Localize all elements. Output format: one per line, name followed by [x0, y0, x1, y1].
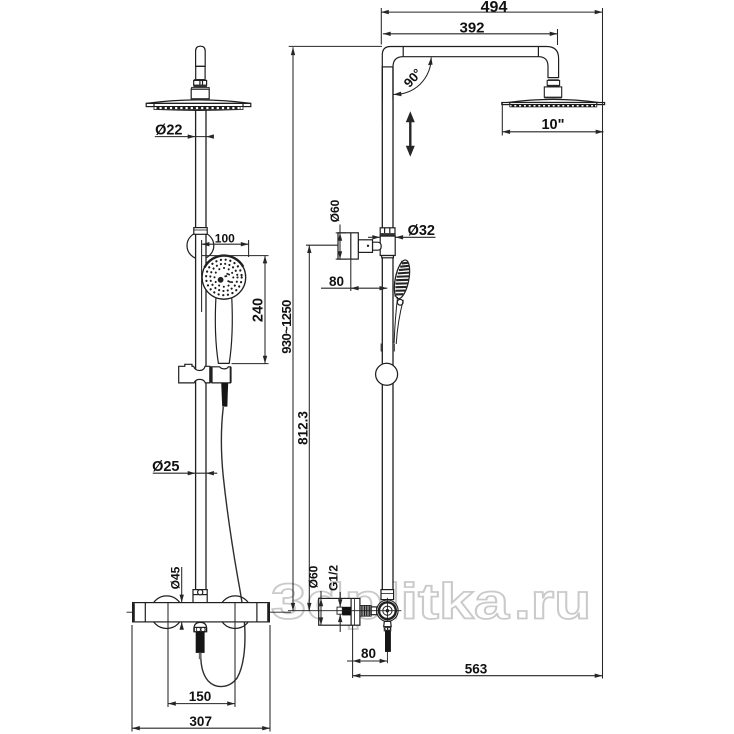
svg-text:10": 10"	[541, 117, 564, 133]
svg-text:812.3: 812.3	[296, 411, 311, 445]
svg-text:G1/2: G1/2	[327, 565, 341, 591]
svg-text:.ru: .ru	[514, 573, 591, 630]
svg-text:Ø25: Ø25	[152, 459, 179, 475]
svg-text:Ø60: Ø60	[307, 565, 321, 588]
svg-text:150: 150	[189, 689, 212, 704]
svg-text:80: 80	[329, 274, 344, 289]
svg-text:100: 100	[215, 231, 235, 245]
svg-text:Ø22: Ø22	[155, 123, 182, 139]
svg-text:494: 494	[481, 0, 508, 16]
svg-text:563: 563	[465, 662, 488, 677]
svg-text:Ø60: Ø60	[328, 199, 342, 222]
svg-text:Ø32: Ø32	[408, 223, 435, 239]
svg-text:240: 240	[251, 298, 267, 322]
svg-text:392: 392	[459, 19, 484, 36]
svg-text:Ø45: Ø45	[169, 566, 183, 589]
svg-text:307: 307	[189, 714, 212, 729]
svg-text:930~1250: 930~1250	[279, 300, 294, 354]
svg-text:80: 80	[361, 646, 376, 661]
